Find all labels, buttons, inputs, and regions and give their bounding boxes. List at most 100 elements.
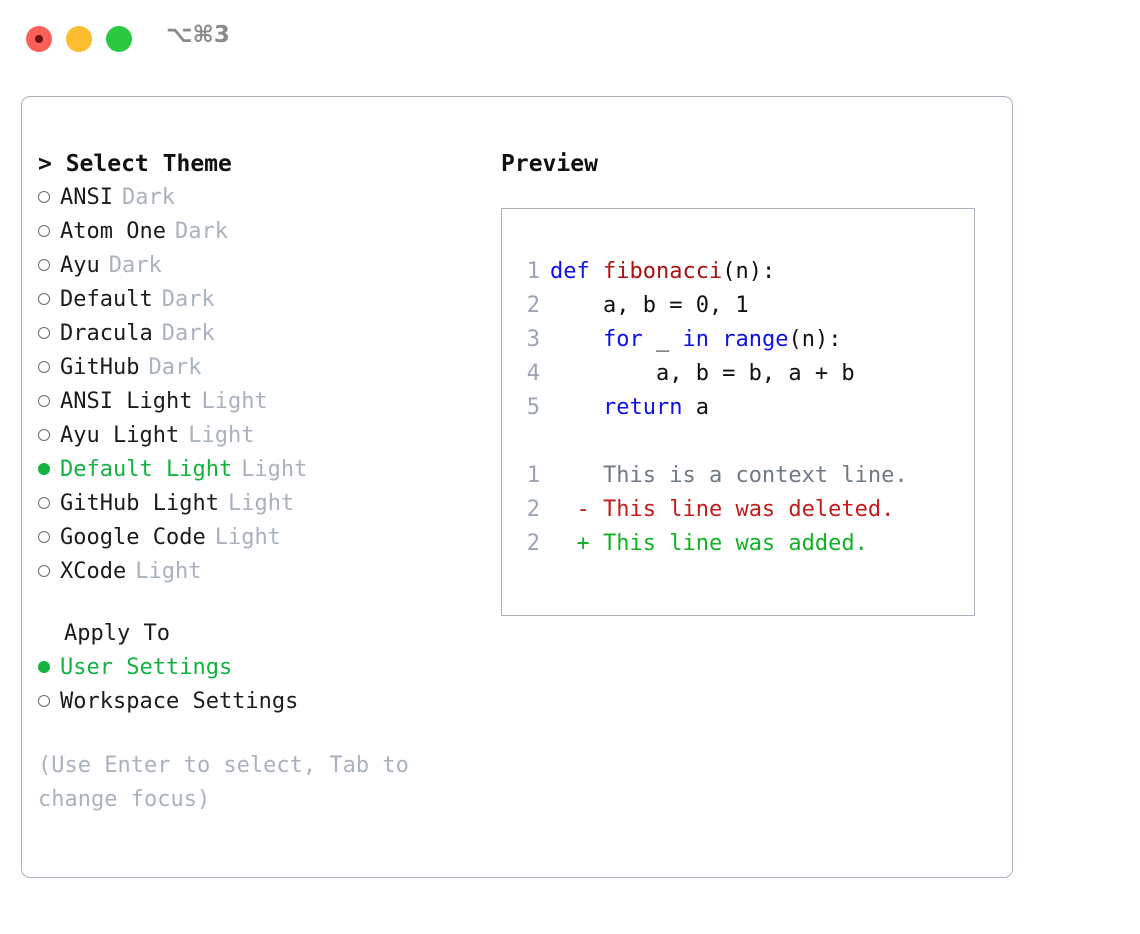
code-token [550, 327, 603, 352]
code-token: for [602, 327, 643, 352]
diff-marker: + [550, 531, 590, 556]
radio-unselected-icon[interactable] [38, 181, 60, 215]
radio-unselected-icon[interactable] [38, 521, 60, 555]
diff-text: This line was added. [589, 531, 868, 556]
code-token: a [682, 395, 709, 420]
theme-kind-label: Dark [148, 355, 202, 380]
code-token: a, b = b, a + b [550, 361, 855, 386]
theme-name: GitHub Light [60, 491, 219, 516]
theme-list-item[interactable]: Default Light Light [38, 453, 468, 487]
code-token [709, 327, 722, 352]
theme-name: ANSI Light [60, 389, 193, 414]
radio-unselected-icon[interactable] [38, 419, 60, 453]
code-token: def [550, 259, 590, 284]
theme-list-item[interactable]: Ayu Dark [38, 249, 468, 283]
code-token: _ [642, 327, 683, 352]
code-token: in [682, 327, 709, 352]
theme-kind-label: Light [188, 423, 255, 448]
code-line-number: 2 [526, 497, 540, 522]
code-token [550, 395, 603, 420]
apply-to-option[interactable]: User Settings [38, 651, 468, 685]
theme-list-item[interactable]: GitHub Dark [38, 351, 468, 385]
theme-kind-label: Dark [161, 287, 215, 312]
keyboard-hint-text: (Use Enter to select, Tab to change focu… [38, 753, 409, 812]
radio-unselected-icon[interactable] [38, 317, 60, 351]
theme-kind-label: Dark [121, 185, 175, 210]
theme-name: Ayu [60, 253, 100, 278]
code-line: 5 return a [514, 391, 964, 425]
theme-name: XCode [60, 559, 127, 584]
preview-heading: Preview [501, 151, 598, 177]
theme-name: Ayu Light [60, 423, 180, 448]
theme-kind-label: Dark [108, 253, 162, 278]
apply-to-option[interactable]: Workspace Settings [38, 685, 468, 719]
theme-name: ANSI [60, 185, 113, 210]
code-line-number: 1 [526, 463, 540, 488]
theme-list-item[interactable]: ANSI Light Light [38, 385, 468, 419]
code-token: (n): [722, 259, 776, 284]
radio-selected-icon[interactable] [38, 651, 60, 685]
diff-line: 1 This is a context line. [514, 459, 964, 493]
radio-unselected-icon[interactable] [38, 283, 60, 317]
radio-unselected-icon[interactable] [38, 487, 60, 521]
radio-unselected-icon[interactable] [38, 249, 60, 283]
radio-selected-icon[interactable] [38, 453, 60, 487]
code-line-number: 2 [526, 293, 540, 318]
recording-indicator-icon [35, 35, 43, 43]
radio-unselected-icon[interactable] [38, 555, 60, 589]
radio-unselected-icon[interactable] [38, 351, 60, 385]
apply-to-option-label: User Settings [60, 655, 233, 680]
code-token: fibonacci [603, 259, 723, 284]
diff-line: 2 - This line was deleted. [514, 493, 964, 527]
diff-marker: - [550, 497, 590, 522]
code-token: return [602, 395, 683, 420]
radio-unselected-icon[interactable] [38, 385, 60, 419]
theme-kind-label: Light [241, 457, 308, 482]
code-line-number: 2 [526, 531, 540, 556]
theme-kind-label: Light [214, 525, 281, 550]
code-line: 4 a, b = b, a + b [514, 357, 964, 391]
minimize-window-button[interactable] [66, 26, 92, 52]
theme-name: Default [60, 287, 153, 312]
theme-kind-label: Light [201, 389, 268, 414]
diff-line: 2 + This line was added. [514, 527, 964, 561]
theme-name: GitHub [60, 355, 140, 380]
diff-text: This is a context line. [589, 463, 908, 488]
code-diff-separator [514, 425, 964, 459]
code-token: (n): [788, 327, 842, 352]
radio-unselected-icon[interactable] [38, 215, 60, 249]
code-line: 3 for _ in range(n): [514, 323, 964, 357]
code-token [590, 259, 603, 284]
select-theme-heading: > Select Theme [38, 151, 232, 177]
theme-name: Default Light [60, 457, 233, 482]
code-line-number: 3 [526, 327, 540, 352]
code-token: a, b = 0, 1 [550, 293, 749, 318]
diff-marker [550, 463, 590, 488]
theme-kind-label: Light [227, 491, 295, 516]
theme-list-item[interactable]: GitHub Light Light [38, 487, 468, 521]
theme-list-item[interactable]: Ayu Light Light [38, 419, 468, 453]
theme-list-item[interactable]: ANSI Dark [38, 181, 468, 215]
maximize-window-button[interactable] [106, 26, 132, 52]
apply-to-heading: Apply To [64, 621, 170, 646]
code-line-number: 4 [526, 361, 540, 386]
apply-to-option-label: Workspace Settings [60, 689, 299, 714]
code-line: 2 a, b = 0, 1 [514, 289, 964, 323]
title-bar: ⌥⌘3 [0, 0, 1140, 78]
code-line-number: 5 [526, 395, 540, 420]
theme-list-item[interactable]: Default Dark [38, 283, 468, 317]
window-shortcut-label: ⌥⌘3 [166, 22, 230, 48]
radio-unselected-icon[interactable] [38, 685, 60, 719]
